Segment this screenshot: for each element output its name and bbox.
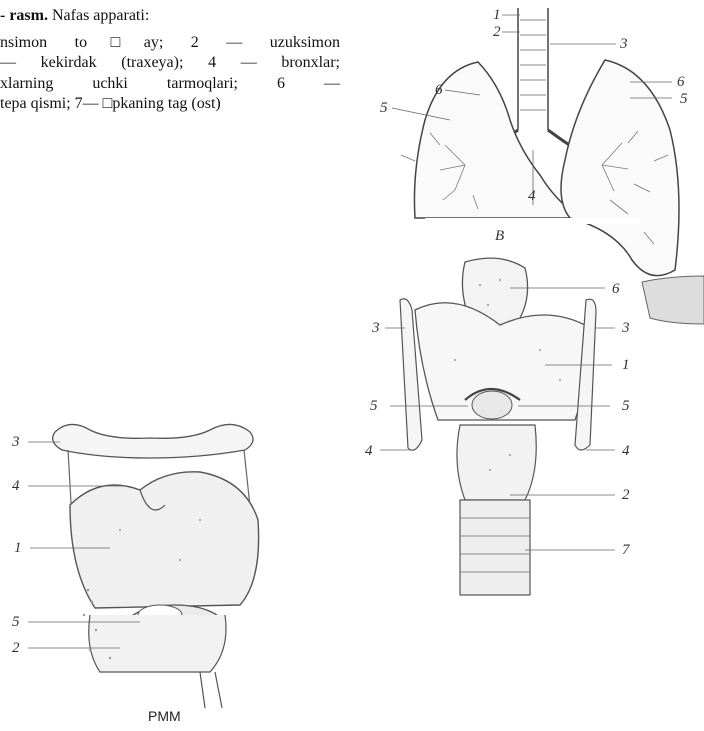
larynx-side-label: 3 xyxy=(11,434,20,450)
larynx-side-label: 5 xyxy=(12,614,20,630)
lungs-figure-letter: B xyxy=(495,228,504,244)
figure-caption: - rasm. Nafas apparati: nsimon to□ay; 2 … xyxy=(0,6,340,115)
larynx-front-label: 6 xyxy=(612,281,620,297)
larynx-side-drawing: 3 4 1 5 2 xyxy=(0,410,280,710)
lungs-label: 5 xyxy=(380,100,388,116)
larynx-front-drawing: 6 3 3 1 5 5 4 4 2 7 xyxy=(360,250,660,610)
caption-line: — kekirdak (traxeya); 4 — bronxlar; xyxy=(0,53,340,74)
larynx-front-label: 2 xyxy=(622,487,630,503)
larynx-front-label: 4 xyxy=(365,443,373,459)
caption-legend: nsimon to□ay; 2 — uzuksimon — kekirdak (… xyxy=(0,33,340,115)
caption-heading: - rasm. Nafas apparati: xyxy=(0,6,340,27)
larynx-front-label: 3 xyxy=(371,320,380,336)
larynx-front-illustration: 6 3 3 1 5 5 4 4 2 7 xyxy=(360,250,660,610)
larynx-front-label: 7 xyxy=(622,542,631,558)
larynx-front-label: 3 xyxy=(621,320,630,336)
larynx-side-illustration: 3 4 1 5 2 xyxy=(0,410,280,710)
larynx-front-label: 1 xyxy=(622,357,630,373)
lungs-drawing: 1 2 3 6 6 5 5 4 B xyxy=(370,0,704,290)
caption-line: nsimon to□ay; 2 — uzuksimon xyxy=(0,33,340,54)
caption-line: xlarning uchki tarmoqlari; 6 — xyxy=(0,74,340,95)
larynx-front-label: 5 xyxy=(622,398,630,414)
caption-line: tepa qismi; 7— □pkaning tag (ost) xyxy=(0,94,340,115)
larynx-side-label: 2 xyxy=(12,640,20,656)
larynx-front-label: 5 xyxy=(370,398,378,414)
lungs-label: 4 xyxy=(528,188,536,204)
lungs-illustration: 1 2 3 6 6 5 5 4 B xyxy=(370,0,704,290)
lungs-label: 1 xyxy=(493,7,501,23)
lungs-label: 6 xyxy=(435,82,443,98)
lungs-label: 3 xyxy=(619,36,628,52)
page-footer-label: PMM xyxy=(148,708,181,724)
larynx-side-label: 1 xyxy=(14,540,22,556)
caption-number: - rasm. xyxy=(0,7,48,24)
caption-title: Nafas apparati: xyxy=(48,7,149,24)
lungs-label: 5 xyxy=(680,91,688,107)
lungs-label: 2 xyxy=(493,24,501,40)
larynx-side-label: 4 xyxy=(12,478,20,494)
larynx-front-label: 4 xyxy=(622,443,630,459)
lungs-label: 6 xyxy=(677,74,685,90)
